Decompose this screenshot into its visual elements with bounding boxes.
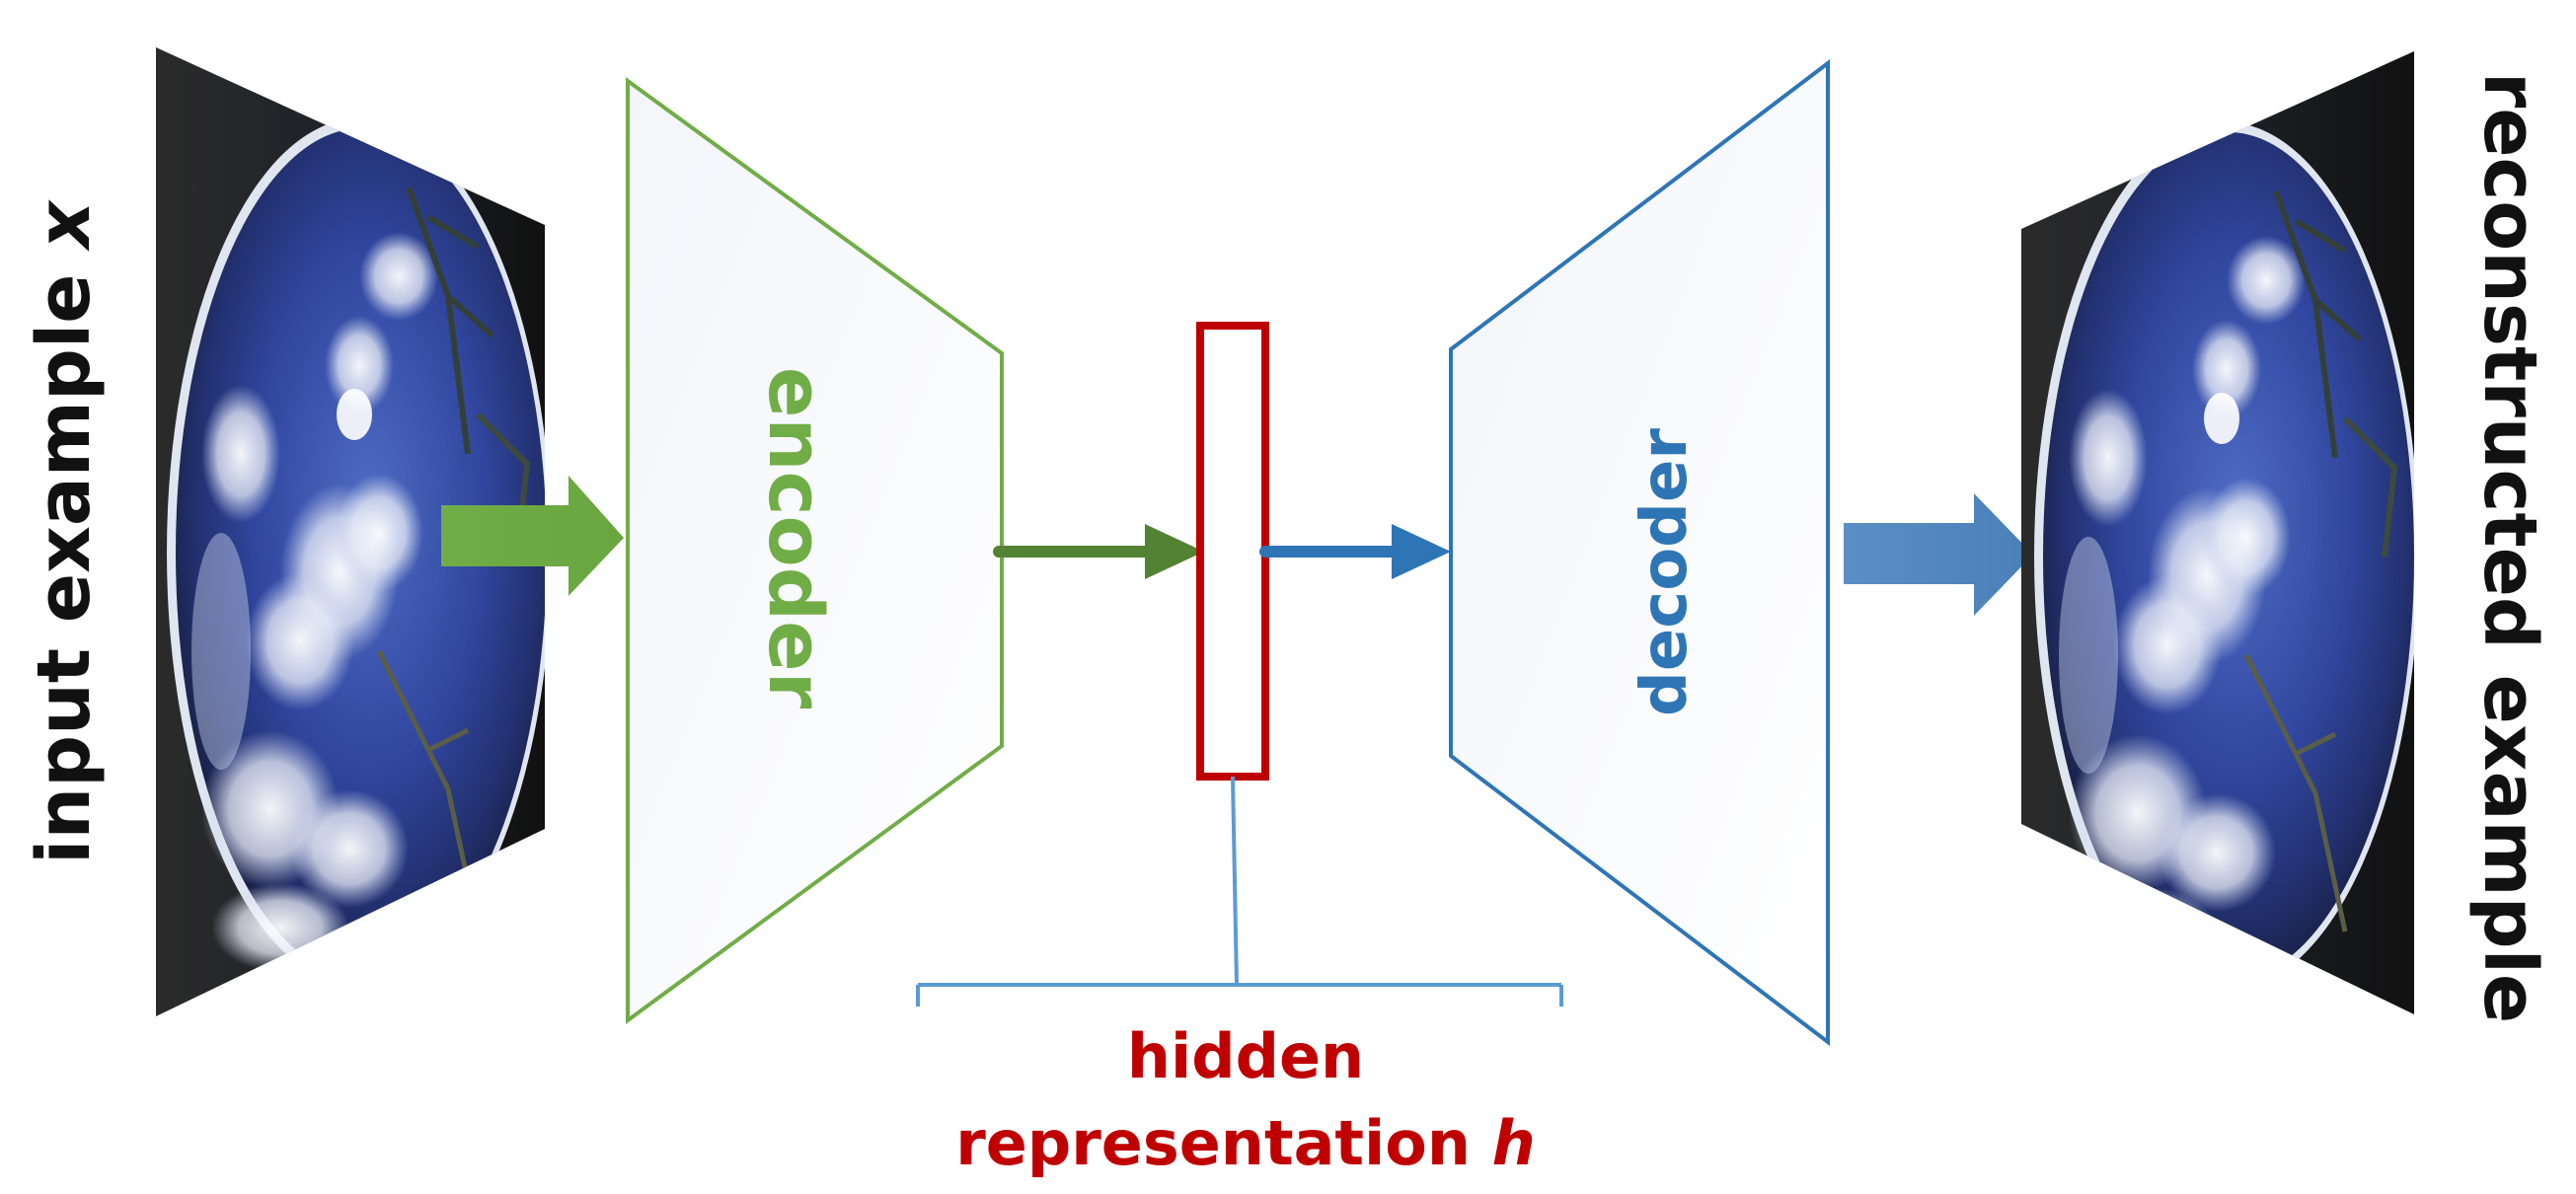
hidden-to-decoder-arrow [1259,524,1451,579]
input-variable: x [22,199,107,253]
decoder-to-output-arrow [1844,493,2033,616]
input-to-encoder-arrow [441,476,624,596]
hidden-bracket [916,776,1563,1007]
output-label: reconstructed example [2467,72,2552,1023]
hidden-label-text: representation [955,1107,1491,1179]
decoder-label: decoder [1629,428,1702,716]
hidden-label-line1: hidden [1127,1020,1364,1092]
hidden-label-line2: representation h [955,1107,1536,1179]
decoder-shape [1449,58,1830,1047]
encoder-to-hidden-arrow [993,524,1204,579]
encoder-label: encoder [752,367,840,709]
encoder-shape [626,77,1004,1024]
hidden-representation-box [1196,322,1269,781]
hidden-variable: h [1492,1107,1536,1179]
input-label-text: input example [22,249,107,864]
input-label: input example x [22,199,107,864]
output-image [2019,43,2419,1030]
